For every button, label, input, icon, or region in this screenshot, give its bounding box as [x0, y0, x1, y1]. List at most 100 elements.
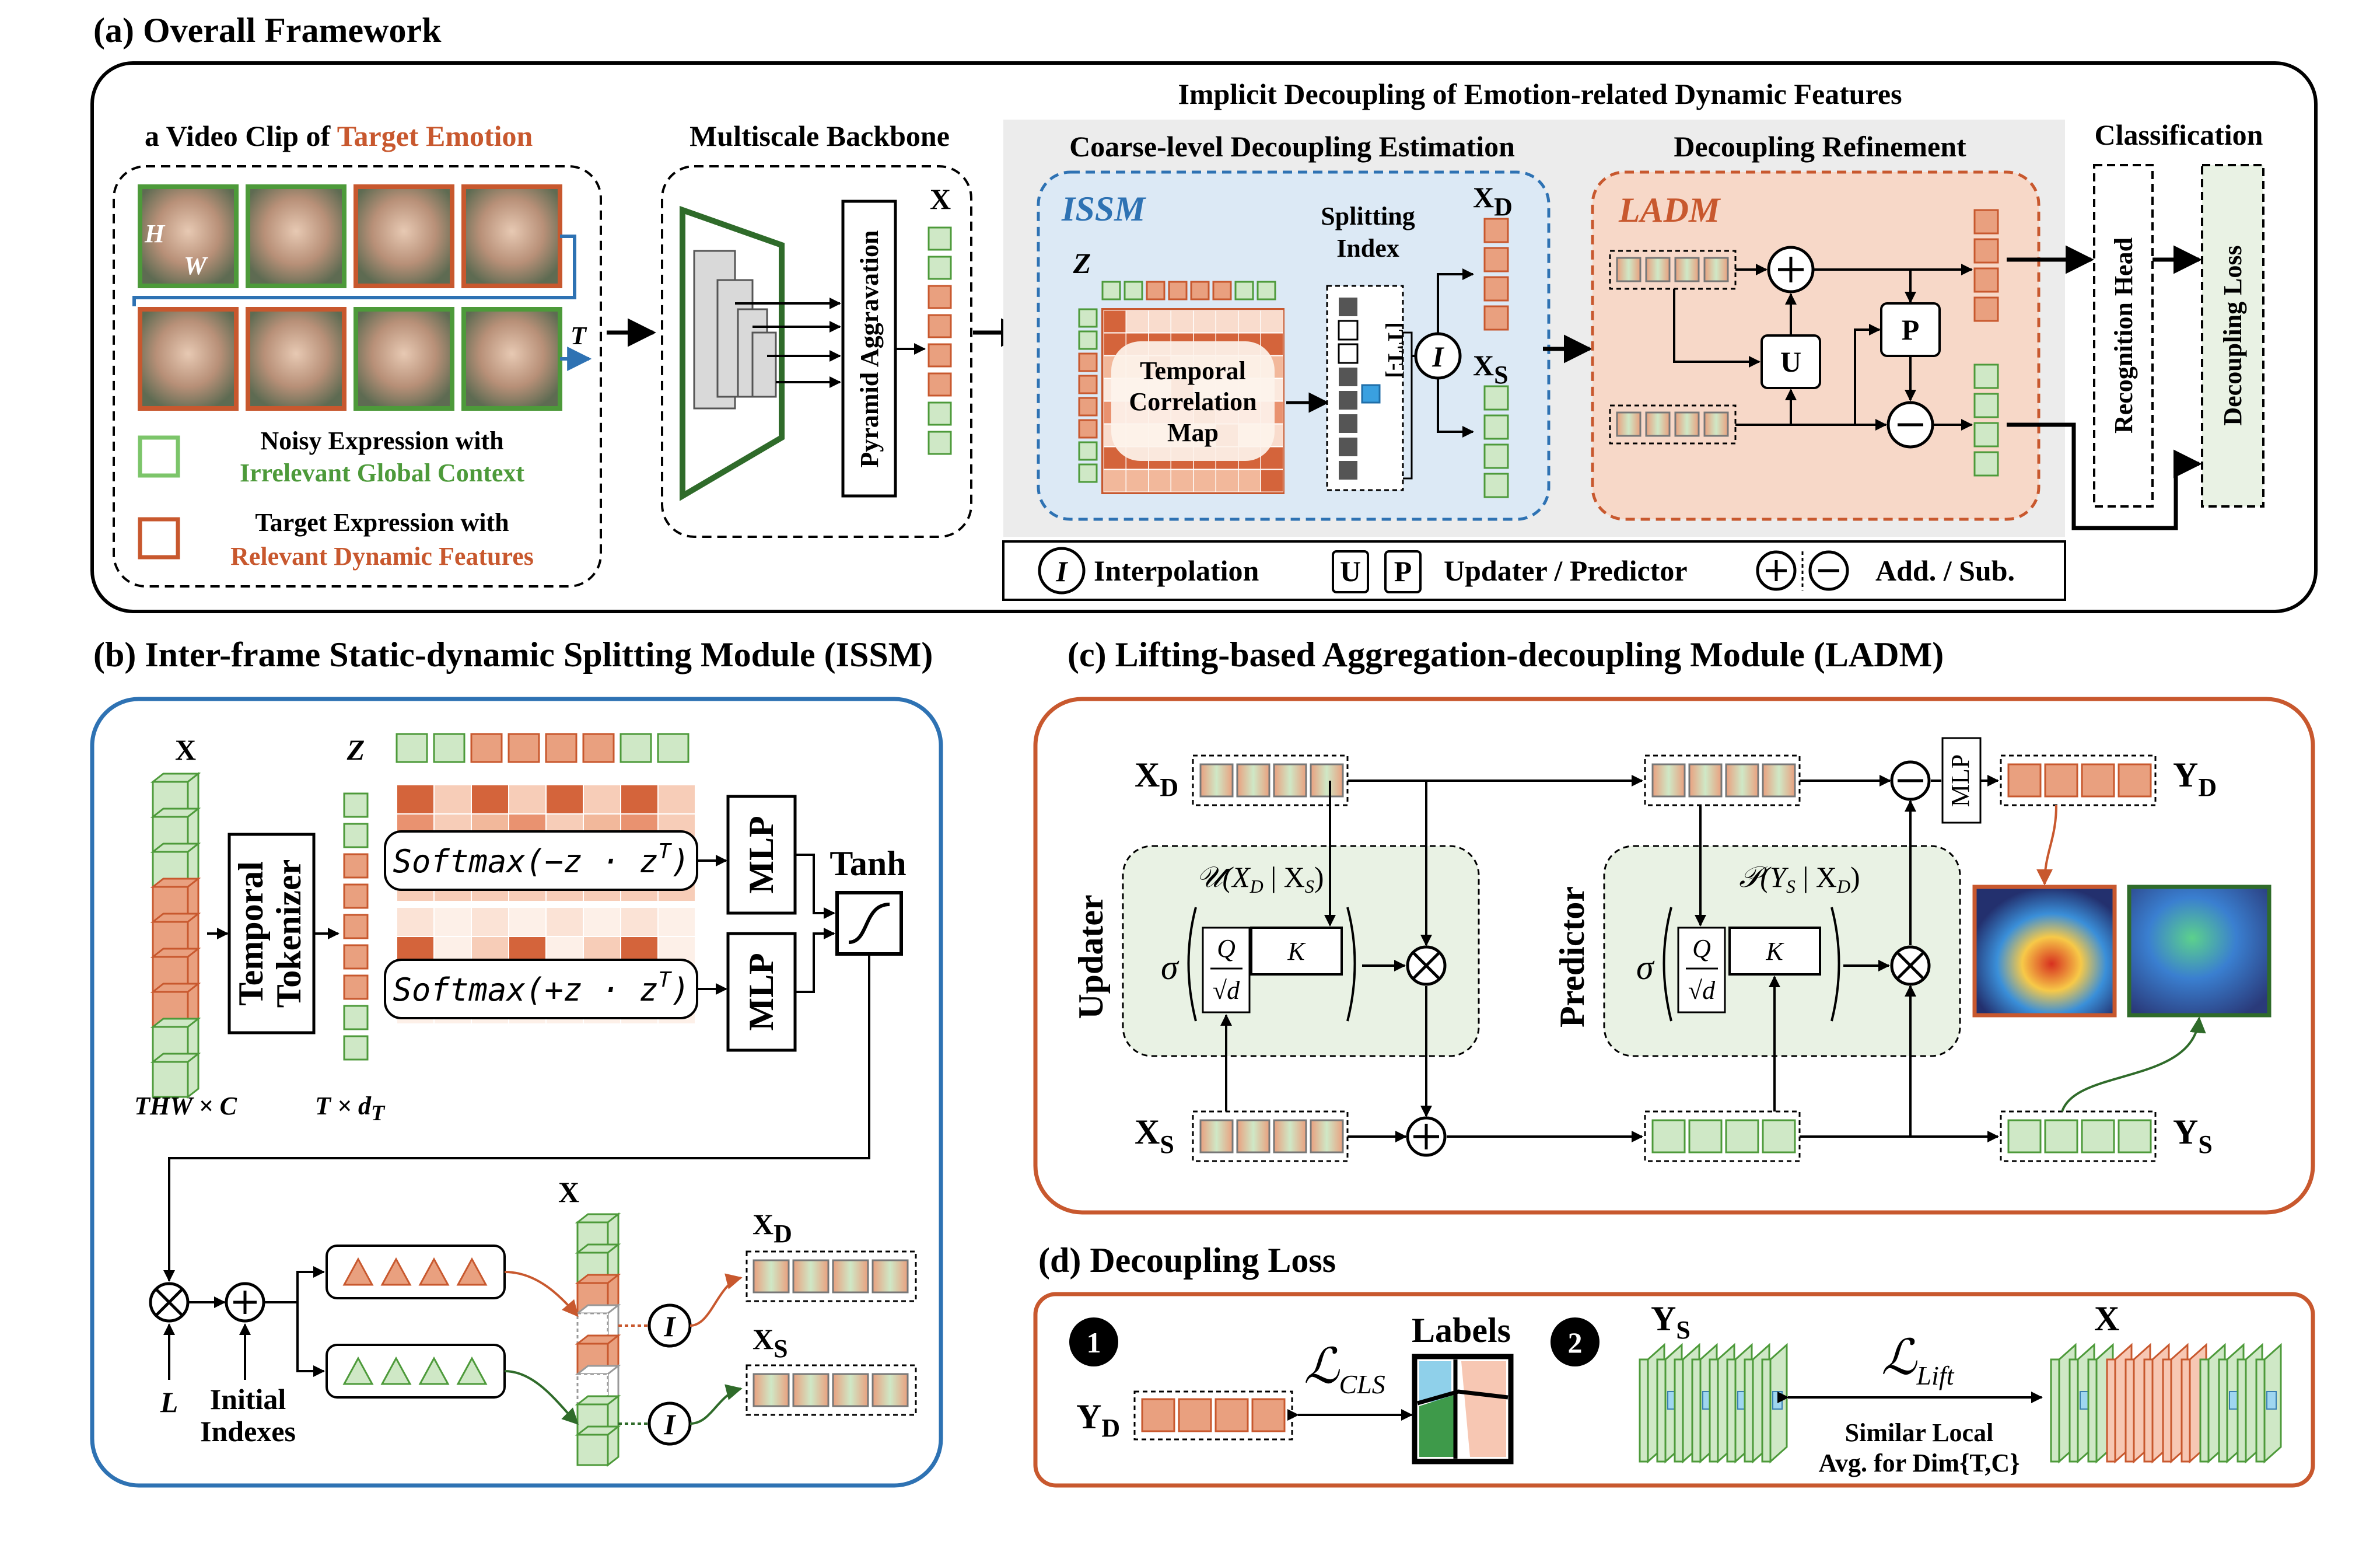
token-cell: [1688, 1119, 1723, 1153]
l-lift-label: ℒLift: [1881, 1331, 1955, 1390]
token-cell: [1483, 473, 1509, 498]
backbone-pyramid-icon: [680, 205, 841, 501]
arrow-mlp-bottom-to-tanh: [795, 928, 835, 993]
c-yd-frame: [2000, 754, 2157, 806]
c-xd-row: [1199, 763, 1344, 798]
token-cell: [872, 1373, 909, 1407]
softmax-pos-label: Softmax(+z · zT): [393, 968, 690, 1008]
token-cell: [928, 401, 952, 426]
add-icon-b: [225, 1282, 265, 1323]
token-cell: [1078, 441, 1098, 461]
correlation-cell: [1193, 310, 1216, 333]
ladm-label: LADM: [1618, 191, 1721, 229]
feature-slab-mark: [1772, 1391, 1783, 1410]
c-mid-s-row: [1651, 1119, 1796, 1153]
c-mlp-box: [1941, 737, 1982, 824]
token-cell: [792, 1373, 830, 1407]
token-cell: [832, 1373, 869, 1407]
legend-target-line2: Relevant Dynamic Features: [230, 542, 534, 571]
legend-target-line1: Target Expression with: [255, 508, 509, 537]
token-cell: [1483, 247, 1509, 272]
token-cell: [1762, 1119, 1796, 1153]
index-triangle: [418, 1257, 450, 1286]
index-triangle: [342, 1356, 374, 1385]
token-cell: [343, 883, 369, 909]
feature-slab-face: [2199, 1358, 2210, 1463]
correlation-cell: [1238, 469, 1261, 492]
c-ys-frame: [2000, 1110, 2157, 1162]
tokenizer-line2: Tokenizer: [270, 859, 308, 1008]
ladm-xs-row: [1616, 411, 1729, 437]
token-cell: [1273, 1119, 1307, 1153]
axis-w-label: W: [184, 251, 208, 280]
dynamic-index-triangles: [342, 1257, 488, 1286]
b-x-label: X: [558, 1176, 579, 1208]
token-cell: [1199, 1119, 1234, 1153]
correlation-cell: [657, 784, 696, 815]
z-token-column: [1078, 308, 1098, 483]
index-triangle: [342, 1257, 374, 1286]
implicit-title: Implicit Decoupling of Emotion-related D…: [1178, 78, 1902, 110]
ladm-xd-row: [1616, 257, 1729, 282]
similar-line1: Similar Local: [1845, 1418, 1994, 1447]
b-z-token-column: [343, 792, 369, 1061]
z-token-row: [1101, 281, 1276, 300]
token-cell: [1483, 443, 1509, 469]
correlation-cell: [583, 784, 621, 815]
correlation-cell: [1171, 469, 1194, 492]
b-z-token-row: [396, 733, 690, 763]
feature-slab-face: [2180, 1358, 2191, 1463]
token-cell: [1101, 281, 1121, 300]
correlation-cell: [620, 784, 659, 815]
token-cell: [928, 226, 952, 251]
svg-text:1: 1: [1087, 1326, 1101, 1359]
ys-slab-stack: [1639, 1343, 1788, 1464]
feature-slab-face: [2255, 1358, 2266, 1463]
backbone-title: Multiscale Backbone: [690, 120, 950, 152]
tdt-label: T × dT: [315, 1092, 386, 1125]
feature-slab-face: [2218, 1358, 2228, 1463]
issm-x-label: X: [175, 733, 196, 766]
interp-icon-b2: I: [648, 1401, 692, 1446]
token-cell: [792, 1259, 830, 1294]
correlation-cell: [1261, 310, 1283, 333]
token-cell: [1214, 1398, 1249, 1432]
token-cell: [928, 372, 952, 397]
refine-title: Decoupling Refinement: [1674, 130, 1966, 163]
video-frames-row-1: [132, 184, 576, 306]
token-cell: [2007, 763, 2042, 798]
token-cell: [343, 944, 369, 970]
coarse-title: Coarse-level Decoupling Estimation: [1069, 130, 1515, 163]
svg-text:I: I: [663, 1310, 676, 1343]
c-mid-d-frame: [1644, 754, 1801, 806]
feature-slab-face: [2236, 1358, 2247, 1463]
token-cell: [1725, 763, 1759, 798]
x-feature-cube-column: [150, 771, 201, 1099]
token-cell: [1310, 1119, 1344, 1153]
panel-d-frame: [1033, 1292, 2315, 1488]
tcm-line1: Temporal: [1140, 356, 1246, 385]
updater-q-label: Q: [1217, 934, 1236, 963]
token-cell: [832, 1259, 869, 1294]
correlation-map-label-bg: [1111, 341, 1275, 461]
token-cell: [1483, 305, 1509, 331]
c-mid-d-row: [1651, 763, 1796, 798]
updater-q-box: [1202, 927, 1251, 1013]
correlation-cell: [1126, 469, 1149, 492]
legend-add-sub-icon: [1756, 550, 1849, 591]
feature-slab-face: [2106, 1358, 2116, 1463]
token-cell: [1078, 419, 1098, 439]
token-cell: [1616, 411, 1642, 437]
subtract-icon: [1887, 401, 1934, 449]
axis-t-label: T: [570, 321, 587, 350]
issm-xs-label: XS: [1473, 349, 1508, 389]
legend-noisy-line2: Irrelevant Global Context: [240, 459, 524, 487]
correlation-cell: [1171, 310, 1194, 333]
d-x-label: X: [2094, 1299, 2119, 1338]
index-triangle: [456, 1356, 488, 1385]
c-xd-frame: [1192, 754, 1349, 806]
b-xd-row: [752, 1259, 909, 1294]
correlation-cell: [1148, 469, 1171, 492]
correlation-cell: [657, 907, 696, 937]
